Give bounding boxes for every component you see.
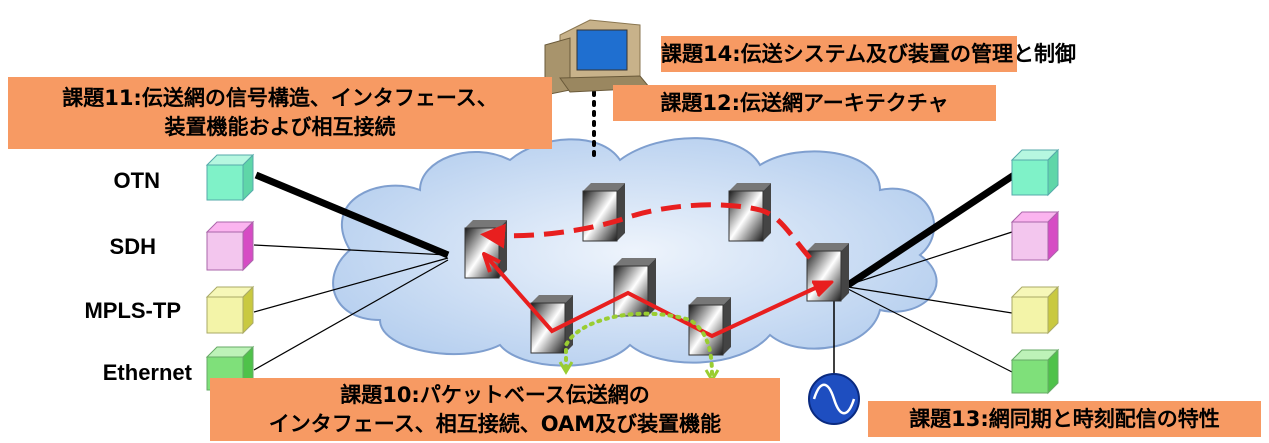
ethernet-cube-right [1010,348,1060,395]
otn-cube-right [1010,148,1060,197]
sdh-label: SDH [109,234,156,259]
oam-path [564,311,714,377]
q11-line2: 装置機能および相互接続 [164,115,396,139]
network-node-icon [464,220,507,279]
left-connections [253,244,449,371]
sdh-cube-left [205,220,255,272]
q10-box: 課題10:パケットベース伝送網の インタフェース、相互接続、OAM及び装置機能 [210,378,780,441]
q12-box: 課題12:伝送網アーキテクチャ [613,85,996,121]
otn-trunk-left [254,171,450,259]
q10-line1: 課題10:パケットベース伝送網の [340,383,650,407]
network-node-icon [582,183,625,242]
network-node-icon [613,258,656,317]
mpls-label: MPLS-TP [84,298,181,323]
network-cloud [332,137,938,367]
network-node-icon [688,297,731,356]
otn-label: OTN [113,168,160,193]
network-nodes [464,183,849,356]
q13-box: 課題13:網同期と時刻配信の特性 [868,401,1261,437]
q11-box: 課題11:伝送網の信号構造、インタフェース、 装置機能および相互接続 [8,77,552,149]
q10-line2: インタフェース、相互接続、OAM及び装置機能 [268,412,722,436]
network-node-icon [806,243,849,302]
q11-line1: 課題11:伝送網の信号構造、インタフェース、 [62,86,498,110]
q14-box: 課題14:伝送システム及び装置の管理と制御 [661,36,1076,72]
ethernet-label: Ethernet [102,360,192,385]
otn-trunk-right [846,172,1016,288]
working-path [484,254,827,339]
mpls-cube-right [1010,285,1060,335]
sdh-cube-right [1010,210,1060,262]
otn-cube-left [205,153,255,202]
right-connections [847,231,1013,373]
protection-path [480,202,812,260]
clock-source-icon [808,373,860,425]
computer-icon [544,19,652,96]
mpls-cube-left [205,285,255,335]
